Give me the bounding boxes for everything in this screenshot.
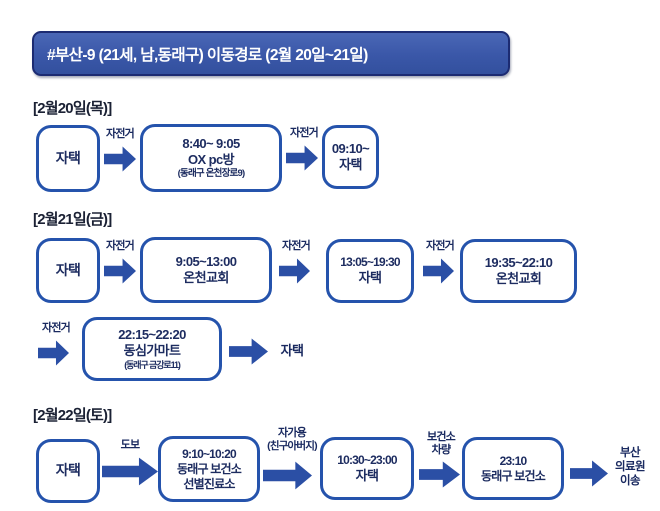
transport-label-phc-vehicle: 보건소 차량 [427, 431, 456, 456]
home-end-text: 자택 [280, 343, 304, 358]
arrow-right-icon [104, 258, 136, 284]
transport-label-bicycle: 자전거 [106, 128, 135, 140]
box-home-day: 10:30~23:00 자택 [320, 437, 414, 500]
arrow-right-icon [279, 258, 310, 284]
box-pc-room: 8:40~ 9:05 OX pc방 (동래구 온천장로9) [140, 124, 282, 192]
section-header-day2: [2월21일(금)] [33, 211, 112, 228]
transport-label-bicycle: 자전거 [106, 240, 135, 252]
arrow-right-icon [38, 340, 69, 366]
arrow-right-icon [229, 338, 268, 365]
section-header-day1: [2월20일(목)] [33, 100, 112, 117]
transport-label-bicycle: 자전거 [42, 322, 71, 334]
arrow-right-icon [423, 258, 454, 284]
box-mart: 22:15~22:20 동심가마트 (동래구 금강로11) [82, 317, 222, 381]
box-home-afternoon: 13:05~19:30 자택 [326, 239, 414, 303]
box-church-morning: 9:05~13:00 온천교회 [140, 237, 272, 303]
transport-label-car: 자가용 (친구아버지) [267, 427, 317, 452]
title-bar: #부산-9 (21세, 남,동래구) 이동경로 (2월 20일~21일) [32, 31, 510, 76]
box-church-evening: 19:35~22:10 온천교회 [460, 239, 577, 303]
box-home-start: 자택 [36, 439, 100, 503]
arrow-right-icon [263, 461, 312, 490]
arrow-right-icon [102, 457, 158, 486]
transport-label-bicycle: 자전거 [426, 240, 455, 252]
page-title: #부산-9 (21세, 남,동래구) 이동경로 (2월 20일~21일) [47, 46, 368, 64]
box-public-health-center: 23:10 동래구 보건소 [462, 437, 564, 500]
transport-label-walk: 도보 [120, 439, 140, 451]
arrow-right-icon [104, 146, 136, 172]
section-header-day3: [2월22일(토)] [33, 407, 112, 424]
arrow-right-icon [570, 460, 608, 487]
box-home-start: 자택 [36, 238, 100, 303]
box-home-start: 자택 [36, 125, 100, 192]
transport-label-bicycle: 자전거 [282, 240, 311, 252]
arrow-right-icon [419, 461, 460, 488]
transport-label-bicycle: 자전거 [290, 127, 319, 139]
arrow-right-icon [286, 145, 318, 171]
box-home-return: 09:10~ 자택 [322, 125, 379, 189]
box-clinic: 9:10~10:20 동래구 보건소 선별진료소 [158, 436, 260, 502]
transfer-text: 부산 의료원 이송 [615, 447, 646, 487]
